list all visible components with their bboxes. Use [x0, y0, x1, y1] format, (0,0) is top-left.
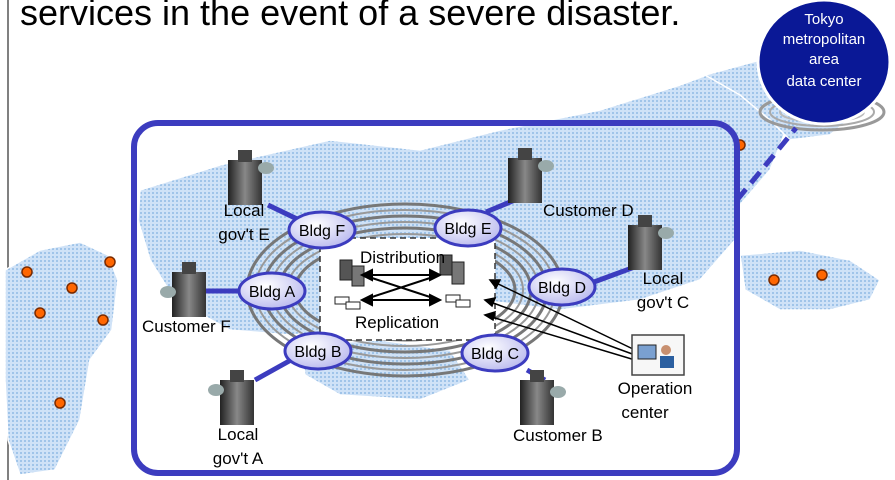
- svg-text:Bldg F: Bldg F: [299, 223, 345, 240]
- pin: [66, 282, 78, 294]
- customer-d-label: Customer D: [543, 201, 634, 220]
- office-building-icon: [208, 370, 254, 425]
- svg-text:Bldg E: Bldg E: [444, 221, 491, 238]
- bldg-f: Bldg F: [287, 210, 357, 250]
- map-kyushu: [4, 241, 119, 476]
- exchange-arrows: [359, 268, 443, 307]
- svg-text:Bldg D: Bldg D: [538, 280, 586, 297]
- pin: [97, 314, 109, 326]
- bldg-e: Bldg E: [433, 208, 503, 248]
- distribution-label: Distribution: [360, 248, 445, 267]
- bldg-a: Bldg A: [237, 271, 307, 311]
- pin: [104, 256, 116, 268]
- local-gov-e-label-1: Local: [224, 201, 265, 220]
- data-center-label-2: metropolitan: [783, 31, 866, 48]
- local-gov-e-label-2: gov't E: [218, 225, 269, 244]
- server-icons: [334, 254, 471, 310]
- operation-center-label-1: Operation: [618, 379, 693, 398]
- operation-arrows: [483, 279, 636, 361]
- operation-center-label-2: center: [621, 403, 669, 422]
- local-gov-a-label-1: Local: [218, 425, 259, 444]
- office-building-icon: [628, 215, 674, 270]
- pin: [768, 274, 780, 286]
- pin: [21, 266, 33, 278]
- map-east-island: [739, 249, 881, 311]
- operator-workstation-icon: [631, 334, 685, 376]
- office-building-icon: [228, 150, 274, 205]
- data-center: Tokyo metropolitan area data center: [756, 0, 892, 132]
- data-center-label-3: area: [809, 51, 840, 68]
- customer-b-label: Customer B: [513, 426, 603, 445]
- svg-text:Bldg B: Bldg B: [294, 344, 341, 361]
- map-pins: [21, 139, 828, 409]
- customer-f-label: Customer F: [142, 317, 231, 336]
- slide-heading: services in the event of a severe disast…: [20, 0, 681, 33]
- replication-label: Replication: [355, 313, 439, 332]
- slide-left-rule: [7, 0, 9, 480]
- bldg-b: Bldg B: [283, 331, 353, 371]
- office-building-icon: [520, 370, 566, 425]
- local-gov-c-label-1: Local: [643, 269, 684, 288]
- data-center-link: [735, 126, 798, 202]
- pin: [816, 269, 828, 281]
- data-center-label-4: data center: [786, 73, 861, 90]
- bldg-c: Bldg C: [460, 333, 530, 373]
- office-building-icon: [508, 148, 554, 203]
- bldg-d: Bldg D: [527, 267, 597, 307]
- svg-text:Bldg A: Bldg A: [249, 284, 296, 301]
- office-building-icon: [160, 262, 206, 317]
- local-gov-a-label-2: gov't A: [213, 449, 264, 468]
- pin: [34, 307, 46, 319]
- local-gov-c-label-2: gov't C: [637, 293, 689, 312]
- data-center-bubble: [756, 0, 892, 126]
- svg-text:Bldg C: Bldg C: [471, 346, 519, 363]
- pin: [54, 397, 66, 409]
- data-center-label-1: Tokyo: [804, 11, 843, 28]
- region-frame: [131, 120, 740, 476]
